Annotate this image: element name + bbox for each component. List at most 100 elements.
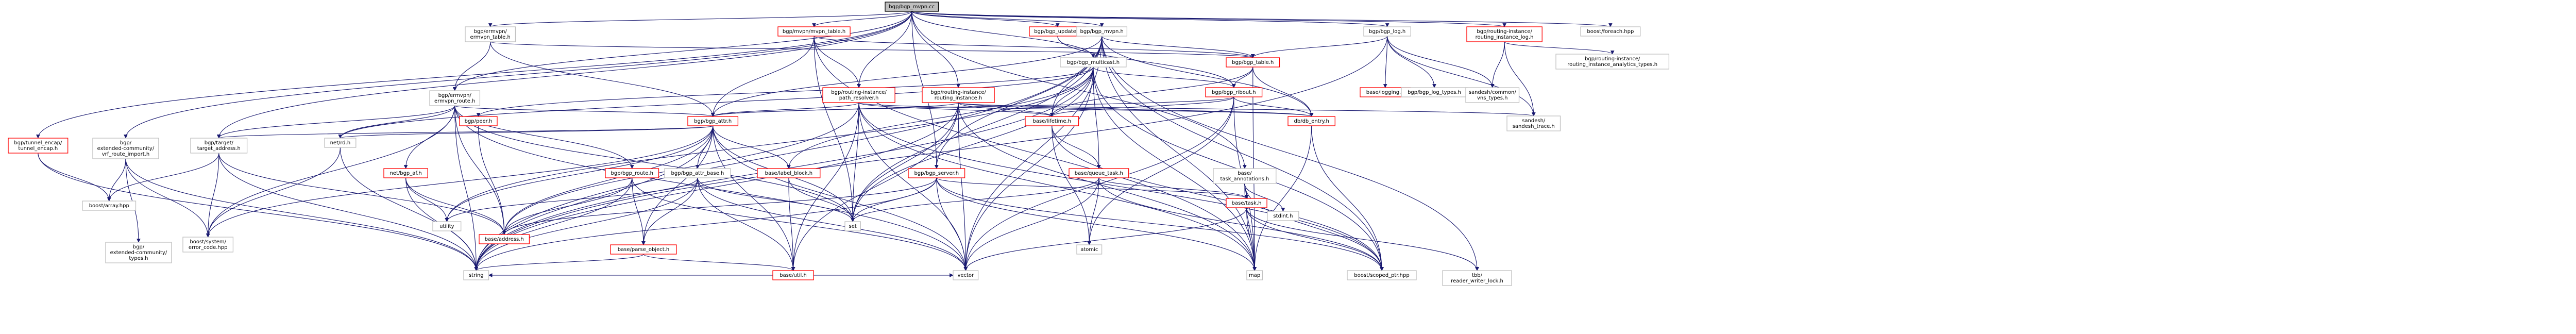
edge-bgp-attr-to-base-label-block — [713, 125, 791, 169]
node-base-parse-object[interactable]: base/parse_object.h — [610, 244, 677, 255]
node-box — [463, 270, 489, 280]
edge-base-task-to-boost-scoped-ptr — [1246, 207, 1384, 271]
node-label: bgp/extended-community/types.h — [110, 244, 167, 261]
edge-ri-routing-to-base-lifetime — [958, 102, 1054, 117]
edge-db-entry-to-boost-scoped-ptr — [1311, 125, 1384, 271]
node-box — [664, 168, 731, 178]
node-bgp-peer[interactable]: bgp/peer.h — [459, 116, 498, 126]
node-sandesh-trace: sandesh/sandesh_trace.h — [1506, 115, 1561, 131]
edge-rt-import-to-string — [125, 158, 479, 271]
node-box — [429, 90, 481, 106]
node-box — [953, 270, 979, 280]
edge-bgp-route-h-to-base-parse-object — [632, 177, 646, 245]
node-base-queue-task[interactable]: base/queue_task.h — [1069, 168, 1129, 178]
node-bgp-table[interactable]: bgp/bgp_table.h — [1226, 57, 1280, 68]
edge-bgp-attr-to-boost-sys-err — [206, 125, 714, 238]
node-db-entry[interactable]: db/db_entry.h — [1287, 116, 1335, 126]
edge-bgp-table-to-base-lifetime — [1049, 66, 1253, 117]
edge-bgp-attr-to-net-rd — [338, 125, 714, 139]
node-tunnel-encap[interactable]: bgp/tunnel_encap/tunnel_encap.h — [8, 138, 69, 154]
node-bgp-ribout[interactable]: bgp/bgp_ribout.h — [1205, 87, 1263, 97]
edge-ermvpn-route-to-bgp-target-addr — [217, 105, 455, 139]
node-label: base/parse_object.h — [618, 247, 670, 253]
edge-base-queue-task-to-boost-scoped-ptr — [1098, 177, 1384, 271]
edge-db-entry-to-map — [1252, 125, 1312, 271]
node-box — [610, 244, 677, 255]
edge-bgp-server-to-base-task — [936, 177, 1249, 199]
edge-bgp-mvpn-to-ri-routing — [911, 11, 960, 88]
node-label: bgp/bgp_attr.h — [694, 119, 732, 124]
node-bgp-attr[interactable]: bgp/bgp_attr.h — [687, 116, 739, 126]
edge-bgp-mvpn-to-bgp-log — [911, 11, 1389, 27]
edge-net-rd-to-boost-sys-err — [206, 147, 341, 238]
edge-bgp-mvpn-h-to-base-lifetime — [1049, 36, 1103, 117]
node-box — [92, 138, 159, 159]
node-base-address[interactable]: base/address.h — [479, 234, 530, 244]
node-base-lifetime[interactable]: base/lifetime.h — [1025, 116, 1079, 126]
edge-mvpn-table-to-path-resolver — [814, 36, 861, 88]
node-label: string — [469, 273, 484, 278]
node-label: boost/foreach.hpp — [1587, 29, 1634, 35]
node-ri-analytics: bgp/routing-instance/routing_instance_an… — [1555, 54, 1670, 70]
node-base-task[interactable]: base/task.h — [1226, 198, 1267, 208]
node-boost-foreach: boost/foreach.hpp — [1580, 26, 1641, 37]
node-label: base/logging.h — [1366, 90, 1404, 95]
edge-bgp-mvpn-h-to-bgp-attr — [710, 36, 1103, 117]
edge-bgp-attr-base-to-set — [697, 177, 855, 222]
node-bgp-server[interactable]: bgp/bgp_server.h — [908, 168, 965, 178]
edge-bgp-server-to-string — [474, 177, 937, 271]
node-base-util[interactable]: base/util.h — [772, 270, 814, 280]
node-path-resolver[interactable]: bgp/routing-instance/path_resolver.h — [822, 87, 895, 103]
edge-bgp-mvpn-to-bgp-target-addr — [217, 11, 912, 139]
node-box — [1069, 168, 1129, 178]
edge-bgp-mvpn-to-bgp-mvpn-h — [911, 11, 1104, 27]
node-label: bgp/peer.h — [465, 119, 493, 124]
edge-bgp-mvpn-h-to-tbb-rw-lock — [1101, 36, 1479, 271]
node-ermvpn-route: bgp/ermvpn/ermvpn_route.h — [429, 90, 481, 106]
node-label: bgp/bgp_log_types.h — [1408, 90, 1461, 95]
node-tbb-rw-lock: tbb/reader_writer_lock.h — [1442, 270, 1512, 286]
node-base-label-block[interactable]: base/label_block.h — [757, 168, 821, 178]
edge-bgp-mvpn-to-rt-import — [124, 11, 912, 139]
edge-base-lifetime-to-boost-scoped-ptr — [1052, 125, 1384, 271]
node-box — [479, 234, 530, 244]
edge-rt-import-to-boost-sys-err — [125, 158, 210, 238]
node-mvpn-table[interactable]: bgp/mvpn/mvpn_table.h — [777, 26, 851, 37]
edge-ermvpn-route-to-base-address — [454, 105, 506, 235]
node-box — [324, 138, 357, 148]
node-bgp-mvpn[interactable]: bgp/bgp_mvpn.cc — [885, 2, 939, 12]
nodes-layer: bgp/bgp_mvpn.cc bgp/tunnel_encap/tunnel_e… — [8, 2, 1670, 286]
edge-base-queue-task-to-base-task — [1098, 177, 1249, 199]
node-sandesh-common-vns: sandesh/common/vns_types.h — [1465, 87, 1520, 103]
node-ri-routing[interactable]: bgp/routing-instance/routing_instance.h — [922, 87, 995, 103]
node-vector: vector — [953, 270, 979, 280]
edge-bgp-multicast-to-bgp-ribout — [1093, 66, 1236, 88]
edge-ermvpn-table-to-bgp-table — [490, 41, 1255, 58]
edge-ri-routing-to-db-entry — [958, 102, 1314, 117]
node-label: stdint.h — [1273, 213, 1293, 219]
node-label: base/address.h — [485, 237, 524, 242]
node-string: string — [463, 270, 489, 280]
edge-path-resolver-to-base-util — [791, 102, 859, 271]
edge-bgp-server-to-base-address — [502, 177, 937, 235]
edge-ermvpn-table-to-bgp-attr — [490, 41, 715, 117]
edge-base-task-to-map — [1246, 207, 1257, 271]
edge-ermvpn-route-to-net-rd — [338, 105, 455, 139]
edge-bgp-server-to-boost-scoped-ptr — [936, 177, 1384, 271]
node-bgp-af[interactable]: net/bgp_af.h — [383, 168, 428, 178]
edge-ri-log-to-ri-analytics — [1504, 41, 1615, 55]
node-label: base/task.h — [1232, 201, 1262, 206]
node-ri-log[interactable]: bgp/routing-instance/routing_instance_lo… — [1466, 26, 1543, 42]
node-bgp-target-addr: bgp/target/target_address.h — [190, 138, 248, 154]
node-label: bgp/routing-instance/routing_instance_lo… — [1476, 29, 1534, 40]
node-box — [82, 201, 137, 211]
edge-ri-routing-to-vector — [958, 102, 968, 271]
node-bgp-route-h[interactable]: bgp/bgp_route.h — [605, 168, 659, 178]
node-box — [190, 138, 248, 154]
node-box — [1205, 87, 1263, 97]
edge-bgp-mvpn-to-ermvpn-route — [452, 11, 912, 91]
edge-bgp-multicast-to-set — [851, 66, 1094, 222]
edge-bgp-attr-to-base-util — [713, 125, 795, 271]
